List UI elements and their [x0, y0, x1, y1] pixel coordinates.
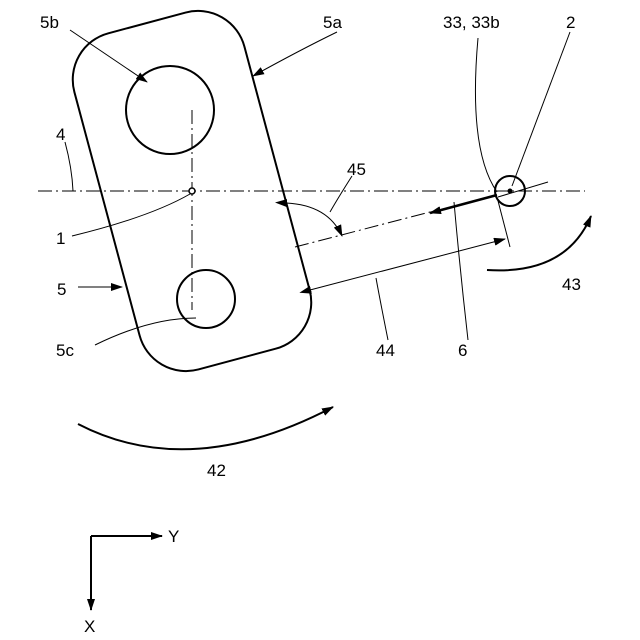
label-45: 45 — [347, 160, 366, 179]
leader-1 — [72, 194, 190, 236]
hole-5c — [177, 270, 235, 328]
leader-4 — [65, 142, 73, 191]
hole-5b — [126, 66, 214, 154]
leader-5c — [95, 318, 196, 345]
label-6: 6 — [458, 341, 467, 360]
label-5: 5 — [57, 280, 66, 299]
axis-label-y: Y — [168, 527, 179, 546]
leader-6 — [454, 202, 468, 340]
arrow-6 — [430, 195, 497, 213]
rotation-arrow-42 — [78, 407, 333, 449]
label-43: 43 — [562, 275, 581, 294]
leader-5b — [70, 30, 147, 82]
line-6-dashdot — [295, 212, 430, 247]
dimension-44-arrow — [310, 239, 505, 290]
label-1: 1 — [56, 229, 65, 248]
leader-5a — [253, 32, 337, 76]
label-33-33b: 33, 33b — [443, 13, 500, 32]
leader-45 — [330, 176, 352, 212]
rotation-arrow-43 — [487, 216, 591, 270]
leader-2 — [512, 32, 570, 186]
center-point-1 — [189, 188, 195, 194]
label-4: 4 — [56, 125, 65, 144]
axis-label-x: X — [84, 617, 95, 636]
label-44: 44 — [376, 341, 395, 360]
label-42: 42 — [207, 461, 226, 480]
leader-44 — [376, 278, 388, 340]
label-5b: 5b — [40, 13, 59, 32]
label-2: 2 — [566, 13, 575, 32]
label-5c: 5c — [56, 341, 74, 360]
label-5a: 5a — [323, 13, 342, 32]
leader-33 — [475, 38, 497, 192]
